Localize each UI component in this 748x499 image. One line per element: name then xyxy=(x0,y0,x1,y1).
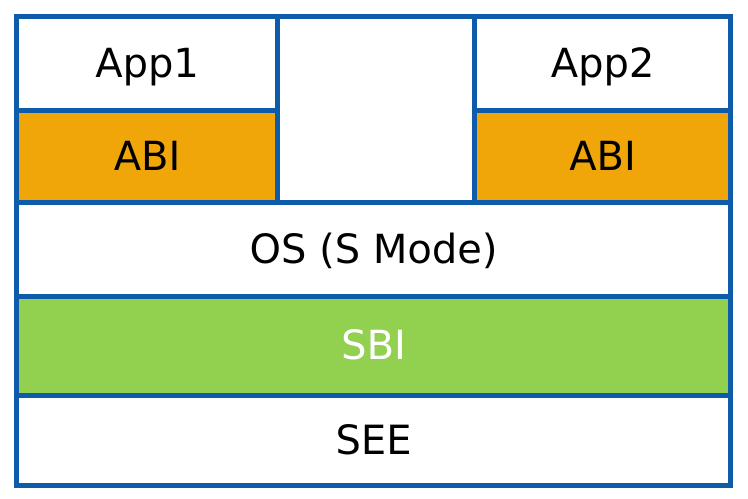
os-layer-box: OS (S Mode) xyxy=(19,200,728,294)
app2-box: App2 xyxy=(477,19,728,113)
abi-right-label: ABI xyxy=(569,133,636,180)
sbi-layer-box: SBI xyxy=(19,294,728,393)
apps-abi-section: App1 ABI App2 ABI xyxy=(19,19,728,200)
app1-box: App1 xyxy=(19,19,275,113)
app1-column: App1 ABI xyxy=(19,19,280,200)
stack-diagram-outer-box: App1 ABI App2 ABI OS (S Mode) SBI xyxy=(14,14,733,488)
app2-column: App2 ABI xyxy=(472,19,728,200)
abi-right-box: ABI xyxy=(477,113,728,200)
os-layer-label: OS (S Mode) xyxy=(249,226,498,273)
app1-label: App1 xyxy=(95,40,199,87)
app2-label: App2 xyxy=(550,40,655,87)
see-layer-label: SEE xyxy=(335,417,412,464)
abi-left-label: ABI xyxy=(113,133,181,180)
sbi-layer-label: SBI xyxy=(341,323,406,369)
apps-gap-spacer xyxy=(280,19,472,200)
see-layer-box: SEE xyxy=(19,393,728,483)
abi-left-box: ABI xyxy=(19,113,275,200)
